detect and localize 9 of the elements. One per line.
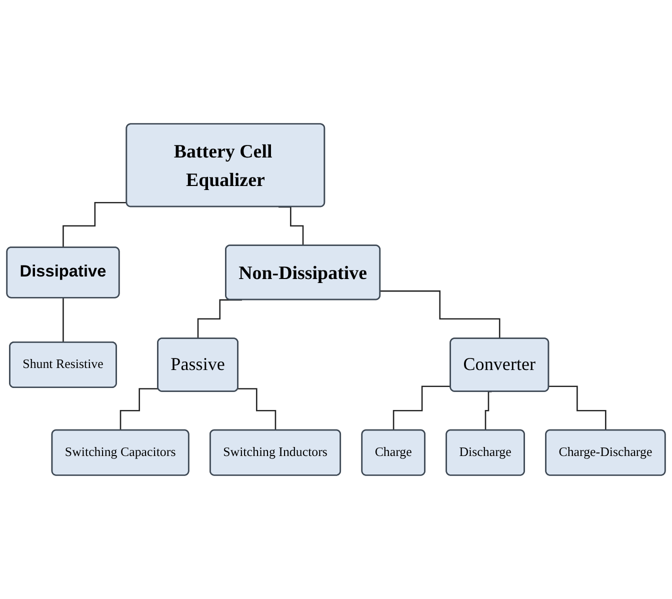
connector	[548, 386, 607, 431]
connector	[238, 388, 276, 431]
connector	[484, 390, 492, 431]
connector	[197, 299, 242, 340]
connector	[62, 297, 64, 344]
connector	[380, 290, 500, 340]
connector	[120, 388, 158, 431]
connector	[62, 202, 127, 248]
connector	[392, 386, 451, 431]
